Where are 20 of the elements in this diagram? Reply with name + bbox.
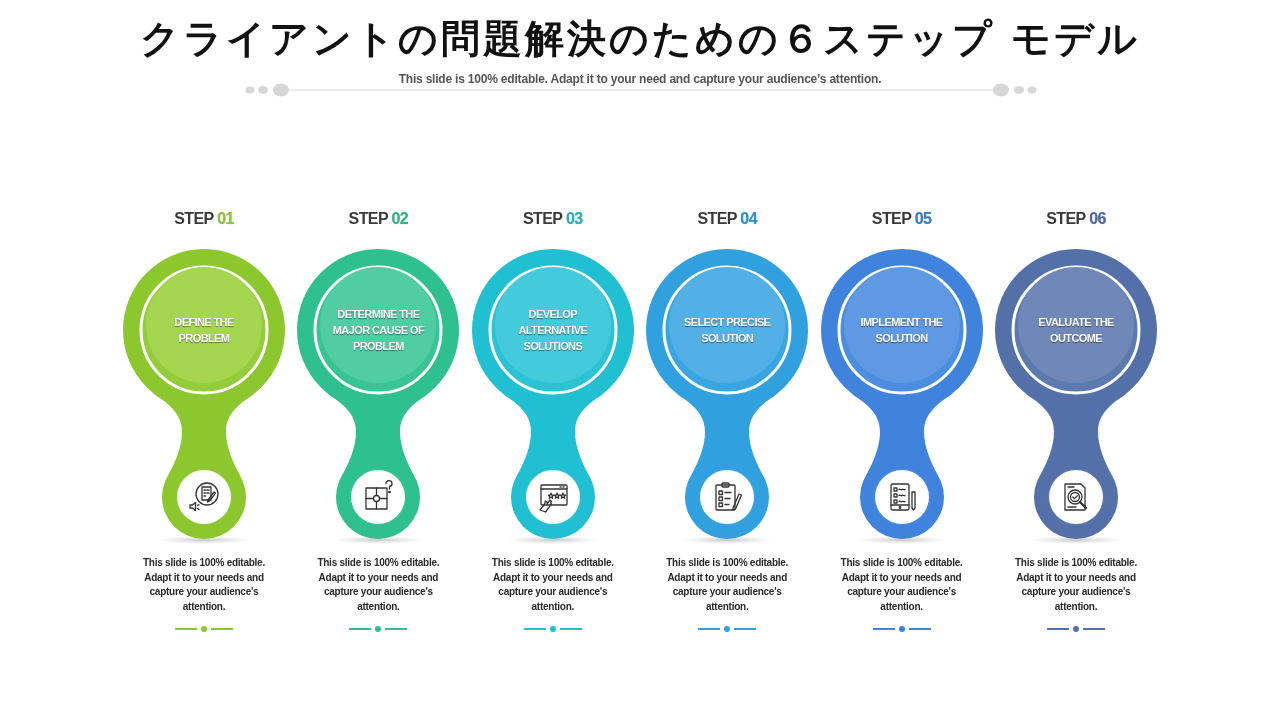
step-title: DEVELOP ALTERNATIVE SOLUTIONS (517, 307, 589, 354)
step-title: DETERMINE THE MAJOR CAUSE OF PROBLEM (331, 307, 426, 354)
step-heading: STEP 06 (1046, 209, 1106, 229)
step-description: This slide is 100% editable. Adapt it to your needs and capture your audience's attention. (316, 556, 441, 614)
step-title: DEFINE THE PROBLEM (173, 315, 235, 346)
step-heading: STEP 03 (523, 209, 583, 229)
step-description: This slide is 100% editable. Adapt it to your needs and capture your audience's attention. (665, 556, 790, 614)
step-heading: STEP 01 (174, 209, 234, 229)
step-heading: STEP 04 (697, 209, 757, 229)
title: クライアントの問題解決のための６ステップ モデル (139, 16, 1141, 62)
step-heading: STEP 02 (348, 209, 409, 229)
step-title: IMPLEMENT THE SOLUTION (859, 315, 944, 346)
step-description: This slide is 100% editable. Adapt it to your needs and capture your audience's attention. (490, 556, 615, 614)
step-description: This slide is 100% editable. Adapt it to your needs and capture your audience's attention. (142, 556, 266, 614)
subtitle: This slide is 100% editable. Adapt it to your need and capture your audience’s attention. (398, 72, 882, 86)
step-description: This slide is 100% editable. Adapt it to your needs and capture your audience's attention. (839, 556, 964, 614)
step-title: SELECT PRECISE SOLUTION (683, 315, 772, 346)
step-description: This slide is 100% editable. Adapt it to your needs and capture your audience's attention. (1014, 556, 1138, 614)
step-title: EVALUATE THE OUTCOME (1037, 315, 1115, 346)
step-heading: STEP 05 (871, 209, 932, 229)
